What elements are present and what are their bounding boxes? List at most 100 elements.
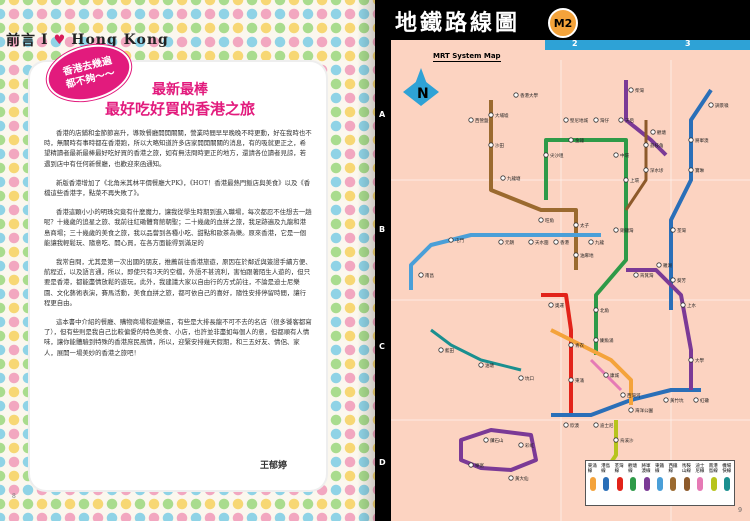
title-line-1: 最新最棒: [152, 82, 208, 98]
station-label: 深水埗: [650, 167, 664, 174]
legend-label: 南港島線: [708, 464, 718, 474]
station-label: 九龍: [595, 239, 604, 246]
station-dot: [488, 142, 494, 148]
legend-swatch: [683, 477, 690, 491]
station-dot: [438, 347, 444, 353]
station-dot: [708, 102, 714, 108]
station-label: 金鐘: [575, 137, 584, 144]
station-dot: [650, 129, 656, 135]
header-city: Hong Kong: [71, 32, 169, 48]
row-band: [375, 40, 391, 521]
station-dot: [688, 167, 694, 173]
legend-swatch: [670, 477, 677, 491]
legend-swatch: [710, 477, 717, 491]
legend-item: 將軍澳線: [642, 464, 652, 491]
station-dot: [613, 227, 619, 233]
station-dot: [478, 362, 484, 368]
column-number: 2: [572, 39, 578, 48]
station-dot: [628, 87, 634, 93]
station-dot: [623, 177, 629, 183]
line-tko-east: [626, 268, 693, 390]
station-dot: [500, 175, 506, 181]
station-dot: [628, 407, 634, 413]
station-label: 鑽石山: [490, 437, 504, 444]
station-label: 屯門: [455, 237, 464, 244]
paragraph: 這本書中介紹的餐廳、購物商場和遊樂區，有些是大排長龍不可不去的名店（很多饕客都寫…: [44, 318, 312, 357]
legend-item: 迪士尼線: [695, 464, 705, 491]
content-card: [30, 62, 326, 490]
station-dot: [663, 397, 669, 403]
station-dot: [643, 142, 649, 148]
station-dot: [468, 117, 474, 123]
station-label: 筲箕灣: [640, 272, 654, 279]
station-dot: [568, 342, 574, 348]
row-letter: A: [379, 110, 386, 119]
station-dot: [573, 222, 579, 228]
legend-swatch: [603, 477, 610, 491]
line-purple-loop: [459, 428, 538, 472]
station-label: 西營盤: [475, 117, 489, 124]
station-dot: [633, 272, 639, 278]
line-tsuen-wan: [541, 293, 573, 415]
station-label: 天水圍: [535, 239, 549, 246]
row-letter: D: [379, 458, 386, 467]
station-label: 上水: [687, 302, 696, 309]
compass-icon: N: [403, 68, 439, 106]
title-line-2: 最好吃好買的香港之旅: [105, 100, 256, 118]
station-label: 灣仔: [600, 117, 609, 124]
station-label: 荔枝角: [650, 142, 664, 149]
station-label: 奧運: [555, 302, 564, 309]
legend-swatch: [656, 477, 663, 491]
legend-label: 荃灣線: [614, 464, 624, 474]
station-label: 康城: [610, 372, 619, 379]
legend-swatch: [589, 477, 596, 491]
station-dot: [613, 437, 619, 443]
legend-item: 東涌線: [588, 464, 598, 491]
station-label: 葵芳: [677, 277, 686, 284]
gutter-shadow: [357, 0, 375, 521]
station-label: 油塘: [485, 362, 494, 369]
line-west-rail: [489, 100, 578, 270]
station-label: 烏溪沙: [620, 437, 634, 444]
station-label: 東涌: [575, 377, 584, 384]
legend-item: 南港島線: [709, 464, 719, 491]
legend-item: 機場快線: [722, 464, 732, 491]
line-tko: [624, 80, 668, 157]
station-dot: [518, 442, 524, 448]
legend-label: 馬鞍山線: [681, 464, 691, 474]
station-dot: [563, 117, 569, 123]
station-dot: [448, 237, 454, 243]
map-title: 地鐵路線圖: [395, 10, 521, 36]
author-signature: 王郁婷: [260, 461, 288, 471]
mtr-map: N: [391, 60, 750, 521]
line-airport-express: [430, 328, 522, 372]
station-label: 鰂魚涌: [600, 337, 614, 344]
station-label: 香港: [560, 239, 569, 246]
station-dot: [563, 422, 569, 428]
station-label: 太子: [580, 222, 589, 229]
station-label: 香港大學: [520, 92, 538, 99]
line-ma-on-shan: [624, 120, 648, 211]
station-dot: [468, 462, 474, 468]
legend-swatch: [643, 477, 650, 491]
station-label: 元朗: [505, 239, 514, 246]
legend-item: 觀塘線: [628, 464, 638, 491]
station-dot: [553, 239, 559, 245]
station-dot: [488, 112, 494, 118]
station-dot: [693, 397, 699, 403]
legend-label: 東鐵線: [654, 464, 664, 474]
station-label: 西灣河: [627, 392, 641, 399]
station-dot: [593, 422, 599, 428]
station-dot: [656, 262, 662, 268]
station-dot: [483, 437, 489, 443]
station-dot: [688, 357, 694, 363]
legend-item: 馬鞍山線: [682, 464, 692, 491]
station-label: 海洋公園: [635, 407, 653, 414]
legend-swatch: [724, 477, 731, 491]
station-dot: [568, 377, 574, 383]
legend-label: 西鐵線: [668, 464, 678, 474]
station-label: 黃大仙: [515, 475, 529, 482]
legend-swatch: [697, 477, 704, 491]
header-i: I: [41, 32, 49, 48]
station-label: 沙田: [495, 143, 504, 149]
